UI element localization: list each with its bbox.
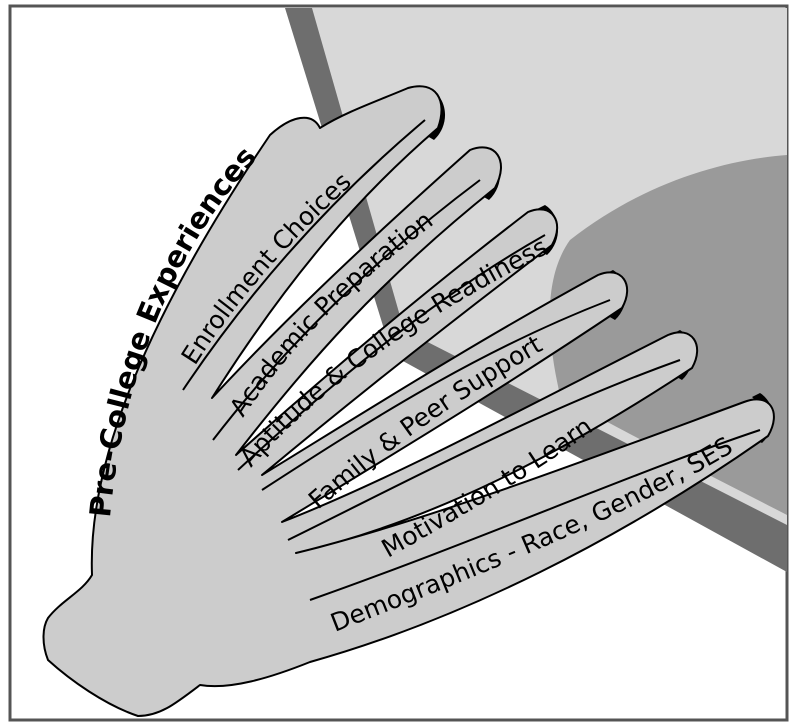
diagram-canvas: Pre-College Experiences Enrollment Choic… — [0, 0, 789, 722]
hand-on-door-illustration: Pre-College Experiences Enrollment Choic… — [0, 0, 789, 722]
